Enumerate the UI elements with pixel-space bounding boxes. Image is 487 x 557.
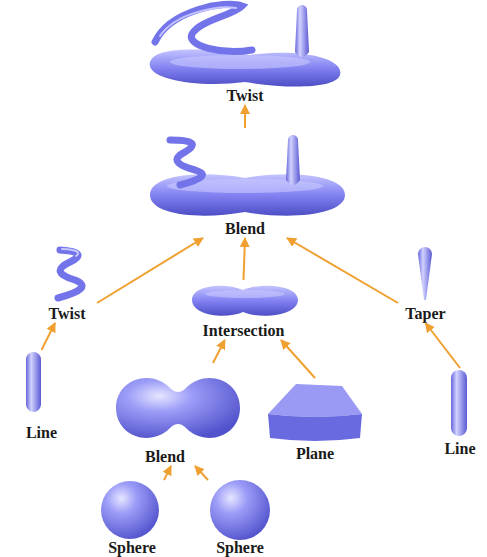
shape-label: Taper	[405, 305, 445, 323]
twisted-ribbon	[155, 4, 252, 51]
operation-arrow	[213, 340, 225, 363]
shape-node: Twist	[37, 243, 97, 323]
operation-arrow	[195, 466, 208, 480]
taper-shape	[418, 247, 432, 300]
line-capsule	[451, 370, 467, 436]
operation-arrow	[426, 323, 461, 368]
surface-highlight	[170, 55, 310, 69]
operation-arrow	[287, 238, 398, 303]
shape-label: Line	[444, 440, 475, 458]
shape-label: Sphere	[216, 539, 264, 557]
sphere-shape	[210, 480, 270, 540]
operation-arrow	[281, 340, 315, 378]
shape-node: Blend	[105, 363, 225, 466]
shape-node: Twist	[140, 0, 350, 105]
twisted-ribbon	[58, 250, 82, 298]
shape-node: Taper	[398, 243, 453, 323]
blended-spheres	[116, 378, 240, 438]
shape-node: Intersection	[181, 280, 306, 340]
shape-label: Twist	[226, 87, 263, 105]
shape-label: Blend	[145, 448, 185, 466]
shape-node: Line	[435, 368, 485, 458]
shape-node: Line	[19, 350, 64, 442]
shape-node: Blend	[140, 128, 350, 238]
shape-node: Sphere	[208, 480, 272, 557]
shape-label: Twist	[48, 305, 85, 323]
plane-top	[268, 384, 362, 417]
surface-highlight	[205, 290, 285, 298]
shape-label: Intersection	[203, 322, 285, 340]
ribbon-highlight	[160, 7, 236, 36]
shape-label: Line	[26, 424, 57, 442]
line-capsule	[26, 352, 41, 412]
twisted-base	[150, 49, 341, 86]
shape-label: Blend	[225, 220, 265, 238]
operation-arrow	[97, 238, 203, 303]
ribbon-highlight	[62, 249, 78, 256]
tapered-post	[286, 135, 300, 185]
blend-base	[150, 174, 345, 215]
operation-arrow	[42, 323, 56, 350]
intersection-shape	[192, 286, 298, 316]
operation-arrow	[244, 238, 246, 280]
sphere-shape	[101, 481, 159, 539]
plane-front	[268, 414, 362, 441]
shape-label: Plane	[296, 445, 334, 463]
tapered-post	[295, 5, 309, 57]
shape-node: Plane	[265, 378, 365, 463]
shape-label: Sphere	[108, 539, 156, 557]
shape-node: Sphere	[100, 480, 164, 557]
operation-arrow	[244, 105, 246, 128]
twisted-ribbon	[170, 140, 202, 185]
operation-arrow	[164, 466, 171, 480]
